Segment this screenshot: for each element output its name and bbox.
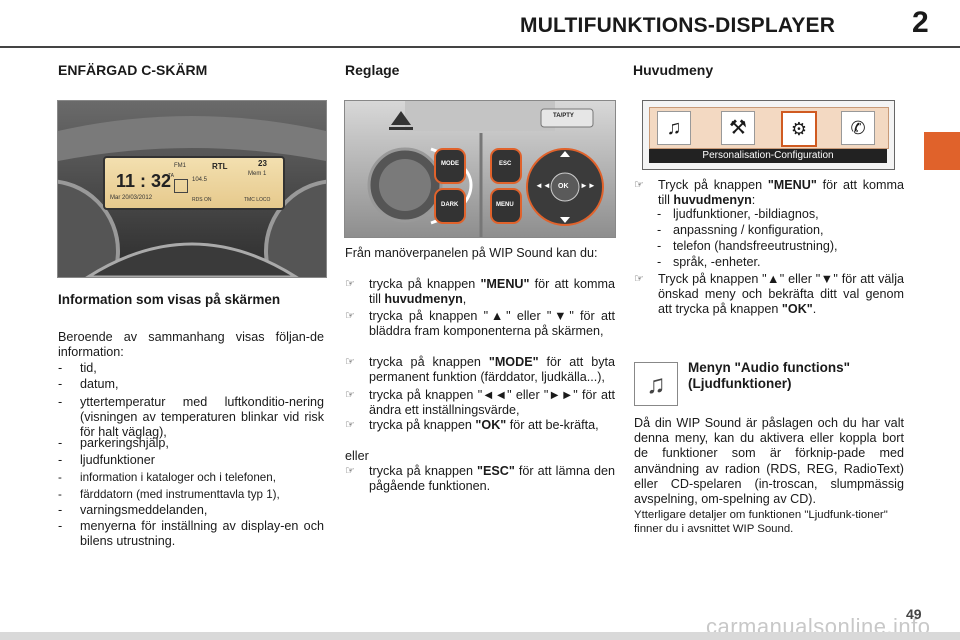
dark-button[interactable]: DARK [441,202,459,208]
list-item: ☞ trycka på knappen "▲" eller "▼" för at… [345,309,615,339]
list-item: ☞ Tryck på knappen "▲" eller "▼" för att… [634,272,904,317]
main-menu-screen: ♫ ⚒ ⚙ ✆ Personalisation-Configuration [642,100,895,170]
finger-pointer-icon: ☞ [345,465,355,477]
configuration-icon[interactable]: ⚙ [781,111,817,147]
display-date: Mar 20/03/2012 [110,195,153,201]
list-item: -datum, [58,377,119,391]
footer-bar [0,632,960,640]
col3-title: Huvudmeny [633,62,714,78]
finger-pointer-icon: ☞ [634,179,644,191]
list-item: -ljudfunktioner [58,453,155,467]
audio-functions-text: Då din WIP Sound är påslagen och du har … [634,416,904,507]
list-item: -varningsmeddelanden, [58,503,208,517]
display-time: 11 : 32 [116,171,172,191]
control-panel-illustration [345,101,615,237]
list-item: -menyerna för inställning av display-en … [58,519,324,549]
col2-intro: Från manöverpanelen på WIP Sound kan du: [345,246,598,260]
col1-intro: Beroende av sammanhang visas följan-de i… [58,330,324,360]
page-header-title: MULTIFUNKTIONS-DISPLAYER [520,14,836,37]
esc-button[interactable]: ESC [499,161,512,167]
col1-subheading: Information som visas på skärmen [58,292,281,307]
list-item: -yttertemperatur med luftkonditio-nering… [58,395,324,440]
audio-functions-menu-icon: ♫ [634,362,678,406]
finger-pointer-icon: ☞ [345,310,355,322]
finger-pointer-icon: ☞ [345,419,355,431]
display-ta: TA [168,173,175,179]
mode-button[interactable]: MODE [441,161,459,167]
display-tmc: TMC LOCO [244,197,271,203]
eject-icon[interactable] [387,115,415,133]
list-item: -anpassning / konfiguration, [657,223,824,237]
finger-pointer-icon: ☞ [345,389,355,401]
chapter-side-tab [924,132,960,170]
chapter-number: 2 [912,6,929,39]
display-station: RTL [212,162,228,171]
menu-selection-bar: Personalisation-Configuration [649,149,887,163]
list-item: ☞ trycka på knappen "◄◄" eller "►►" för … [345,388,615,418]
list-item: -ljudfunktioner, -bildiagnos, [657,207,819,221]
finger-pointer-icon: ☞ [345,278,355,290]
dashboard-display-photo: 11 : 32 Mar 20/03/2012 FM1 RTL 104.5 Mem… [57,100,327,278]
list-item: ☞ Tryck på knappen "MENU" för att komma … [634,178,904,208]
ta-pty-button[interactable]: TA/PTY [553,113,574,119]
ok-button[interactable]: OK [558,183,569,190]
display-rds: RDS ON [192,197,212,203]
finger-pointer-icon: ☞ [634,273,644,285]
finger-pointer-icon: ☞ [345,356,355,368]
audio-functions-note: Ytterligare detaljer om funktionen "Ljud… [634,509,888,535]
list-item: ☞ trycka på knappen "ESC" för att lämna … [345,464,615,494]
wrench-icon[interactable]: ⚒ [721,111,755,145]
list-item: ☞ trycka på knappen "MENU" för att komma… [345,277,615,307]
header-rule [0,46,960,48]
rewind-icon[interactable]: ◄◄ [535,181,551,190]
list-item: -parkeringshjälp, [58,436,169,450]
dashboard-illustration [58,101,326,277]
list-item: -tid, [58,361,97,375]
or-text: eller [345,449,369,463]
phone-icon[interactable]: ✆ [841,111,875,145]
audio-functions-icon[interactable]: ♫ [657,111,691,145]
display-temperature: 23 [258,159,267,168]
cd-folder-icon [174,179,188,193]
display-band: FM1 [174,163,186,169]
list-item: -telefon (handsfreeutrustning), [657,239,838,253]
menu-button[interactable]: MENU [496,202,514,208]
list-item: -språk, -enheter. [657,255,761,269]
forward-icon[interactable]: ►► [580,181,596,190]
list-item: -färddatorn (med instrumenttavla typ 1), [58,488,280,501]
col1-title: ENFÄRGAD C-SKÄRM [58,62,208,78]
col2-title: Reglage [345,62,400,78]
control-panel-photo: MODE DARK ESC MENU OK TA/PTY ◄◄ ►► [344,100,616,238]
list-item: ☞ trycka på knappen "OK" för att be-kräf… [345,418,599,432]
display-frequency: 104.5 [192,177,208,183]
audio-functions-heading: Menyn "Audio functions" (Ljudfunktioner) [688,360,851,391]
list-item: ☞ trycka på knappen "MODE" för att byta … [345,355,615,385]
display-preset: Mem 1 [248,171,267,177]
page-number: 49 [906,606,922,622]
list-item: -information i kataloger och i telefonen… [58,471,276,484]
